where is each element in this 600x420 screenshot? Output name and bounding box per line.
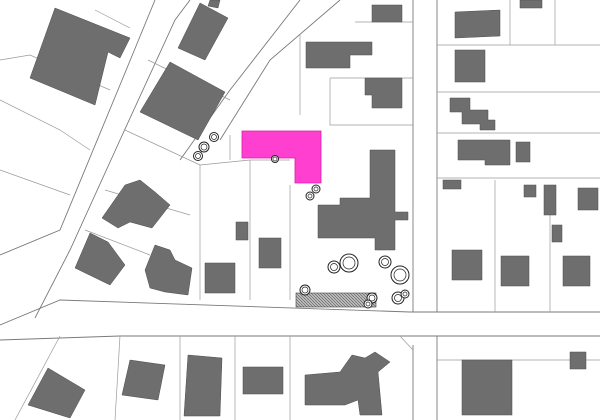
parcel-line bbox=[84, 229, 151, 256]
building[interactable] bbox=[371, 4, 403, 23]
building[interactable] bbox=[204, 262, 236, 294]
highlighted-building[interactable] bbox=[241, 130, 322, 184]
parcel-line bbox=[124, 129, 201, 166]
building[interactable] bbox=[442, 179, 462, 190]
building[interactable] bbox=[139, 61, 226, 141]
trees bbox=[193, 132, 410, 309]
building[interactable] bbox=[500, 255, 530, 287]
building[interactable] bbox=[305, 41, 373, 69]
upper-street-edge-a bbox=[219, 0, 341, 141]
building[interactable] bbox=[74, 232, 126, 286]
building[interactable] bbox=[577, 187, 599, 211]
parcel-line bbox=[329, 78, 413, 126]
tree-icon bbox=[378, 255, 392, 269]
tree-icon bbox=[390, 265, 410, 285]
parcel-line bbox=[14, 335, 61, 420]
parcel-line bbox=[399, 335, 414, 351]
tree-icon bbox=[299, 284, 311, 296]
building[interactable] bbox=[183, 354, 223, 417]
building[interactable] bbox=[457, 139, 511, 166]
building[interactable] bbox=[258, 237, 282, 269]
building[interactable] bbox=[304, 351, 391, 416]
parcel-line bbox=[0, 99, 91, 151]
building[interactable] bbox=[242, 366, 284, 395]
building[interactable] bbox=[523, 184, 537, 198]
lower-street-north-edge bbox=[0, 299, 600, 326]
building[interactable] bbox=[144, 244, 193, 296]
tree-icon bbox=[305, 191, 315, 201]
building[interactable] bbox=[454, 49, 486, 83]
building[interactable] bbox=[562, 255, 591, 287]
tree-icon bbox=[209, 132, 219, 142]
tree-icon bbox=[363, 299, 373, 309]
building[interactable] bbox=[207, 0, 221, 9]
building[interactable] bbox=[177, 2, 229, 61]
tree-icon bbox=[311, 184, 321, 194]
building[interactable] bbox=[519, 0, 543, 9]
building[interactable] bbox=[449, 97, 496, 131]
tree-icon bbox=[327, 260, 341, 274]
building[interactable] bbox=[569, 351, 587, 370]
building[interactable] bbox=[27, 367, 86, 419]
tree-icon bbox=[339, 253, 359, 273]
building[interactable] bbox=[454, 9, 501, 39]
building[interactable] bbox=[235, 221, 249, 241]
building[interactable] bbox=[451, 249, 483, 281]
building[interactable] bbox=[364, 77, 403, 109]
building[interactable] bbox=[461, 359, 513, 416]
tree-icon bbox=[400, 289, 410, 299]
tree-icon bbox=[198, 141, 210, 153]
tree-icon bbox=[193, 151, 203, 161]
building[interactable] bbox=[551, 224, 563, 243]
tree-icon bbox=[271, 155, 279, 163]
building[interactable] bbox=[121, 359, 166, 401]
buildings bbox=[27, 0, 599, 419]
diagonal-street-east-edge bbox=[34, 0, 191, 319]
building[interactable] bbox=[317, 149, 409, 251]
diagonal-street-west-edge bbox=[0, 0, 156, 256]
parcel-line bbox=[94, 9, 131, 29]
building[interactable] bbox=[515, 141, 531, 163]
parcel-line bbox=[0, 169, 71, 196]
building[interactable] bbox=[543, 184, 557, 216]
building[interactable] bbox=[101, 179, 171, 229]
parcel-line bbox=[114, 335, 121, 420]
building[interactable] bbox=[29, 7, 131, 106]
lower-street-south-edge bbox=[0, 335, 600, 341]
